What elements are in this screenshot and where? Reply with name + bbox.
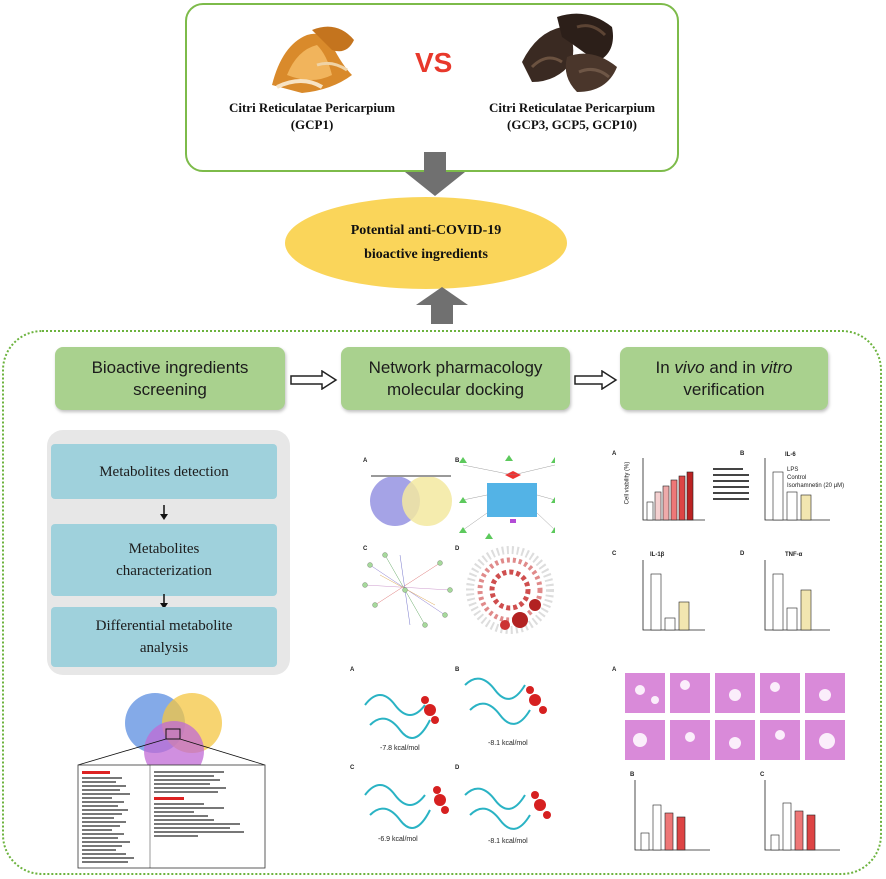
metabolites-detection-text: Metabolites detection: [99, 463, 229, 480]
metabolites-detection-box: Metabolites detection: [51, 444, 277, 499]
cell-viability-axis: Cell viability (%): [624, 461, 631, 505]
verification-panel-d-label: D: [740, 551, 745, 557]
docking-panel-d-label: D: [455, 765, 460, 771]
step-bioactive-screening: Bioactive ingredients screening: [55, 347, 285, 410]
step3-line2: verification: [683, 379, 765, 399]
verification-panel-b-label: B: [740, 451, 745, 457]
step-verification: In vivo and in vitro verification: [620, 347, 828, 410]
histology-panel-b-label: B: [630, 772, 635, 778]
metabolite-venn-table-figure: [77, 693, 266, 869]
differential-line1: Differential metabolite: [95, 618, 233, 634]
characterization-line1: Metabolites: [128, 541, 200, 557]
ellipse-title-line2: bioactive ingredients: [364, 247, 488, 262]
differential-line2: analysis: [139, 640, 189, 656]
il6-title: IL-6: [785, 452, 796, 458]
docking-panel-b-label: B: [455, 667, 460, 673]
down-arrow-icon: [160, 594, 168, 609]
network-panel-c-label: C: [363, 546, 368, 552]
docking-energy-c: -6.9 kcal/mol: [378, 836, 418, 843]
network-panel-a-label: A: [363, 458, 368, 464]
il1b-title: IL-1β: [650, 552, 665, 558]
docking-energy-d: -8.1 kcal/mol: [488, 838, 528, 845]
sample-comparison-box: VS Citri Reticulatae Pericarpium (GCP1) …: [185, 3, 679, 172]
gcp-aged-peel-image: [522, 13, 617, 92]
histology-figure: [625, 673, 845, 851]
step2-line1: Network pharmacology: [368, 357, 543, 377]
metabolites-characterization-box: Metabolites characterization: [51, 524, 277, 596]
gcp-aged-label: Citri Reticulatae Pericarpium: [488, 100, 656, 115]
down-arrow-icon: [405, 152, 465, 196]
gcp1-code: (GCP1): [290, 117, 334, 132]
step2-line2: molecular docking: [386, 379, 524, 399]
verification-charts-figure: [642, 458, 830, 631]
step1-line1: Bioactive ingredients: [91, 357, 249, 377]
gcp1-label: Citri Reticulatae Pericarpium: [228, 100, 396, 115]
docking-panel-a-label: A: [350, 667, 355, 673]
molecular-docking-figure: [364, 677, 551, 830]
workflow-frame: [2, 330, 882, 875]
right-arrow-icon: [290, 370, 338, 390]
step3-text-vitro: vitro: [760, 357, 793, 377]
down-arrow-icon: [160, 505, 168, 520]
step-network-pharmacology: Network pharmacology molecular docking: [341, 347, 570, 410]
docking-energy-a: -7.8 kcal/mol: [380, 745, 420, 752]
right-arrow-icon: [574, 370, 618, 390]
docking-energy-b: -8.1 kcal/mol: [488, 740, 528, 747]
network-panel-b-label: B: [455, 458, 460, 464]
network-pharmacology-figure: [362, 455, 555, 634]
verification-panel-c-label: C: [612, 551, 617, 557]
legend-control: Control: [787, 475, 807, 481]
differential-analysis-box: Differential metabolite analysis: [51, 607, 277, 667]
anti-covid-ingredients-ellipse: Potential anti-COVID-19 bioactive ingred…: [285, 197, 567, 289]
network-panel-d-label: D: [455, 546, 460, 552]
gcp1-peel-image: [272, 26, 354, 93]
step1-line2: screening: [133, 379, 207, 399]
step3-line1: In vivo and in vitro: [655, 357, 792, 379]
histology-panel-a-label: A: [612, 667, 617, 673]
histology-panel-c-label: C: [760, 772, 765, 778]
gcp-aged-codes: (GCP3, GCP5, GCP10): [507, 117, 637, 132]
verification-panel-a-label: A: [612, 451, 617, 457]
ellipse-title-line1: Potential anti-COVID-19: [350, 223, 502, 238]
characterization-line2: characterization: [116, 563, 212, 579]
step3-text-in: In: [655, 357, 675, 377]
step3-text-and-in: and in: [704, 357, 761, 377]
legend-lps: LPS: [787, 467, 799, 473]
tnfa-title: TNF-α: [785, 552, 803, 558]
docking-panel-c-label: C: [350, 765, 355, 771]
step3-text-vivo: vivo: [674, 357, 705, 377]
legend-isorhamnetin: Isorhamnetin (20 μM): [787, 483, 845, 489]
up-arrow-icon: [416, 287, 468, 324]
vs-label: VS: [415, 47, 453, 78]
